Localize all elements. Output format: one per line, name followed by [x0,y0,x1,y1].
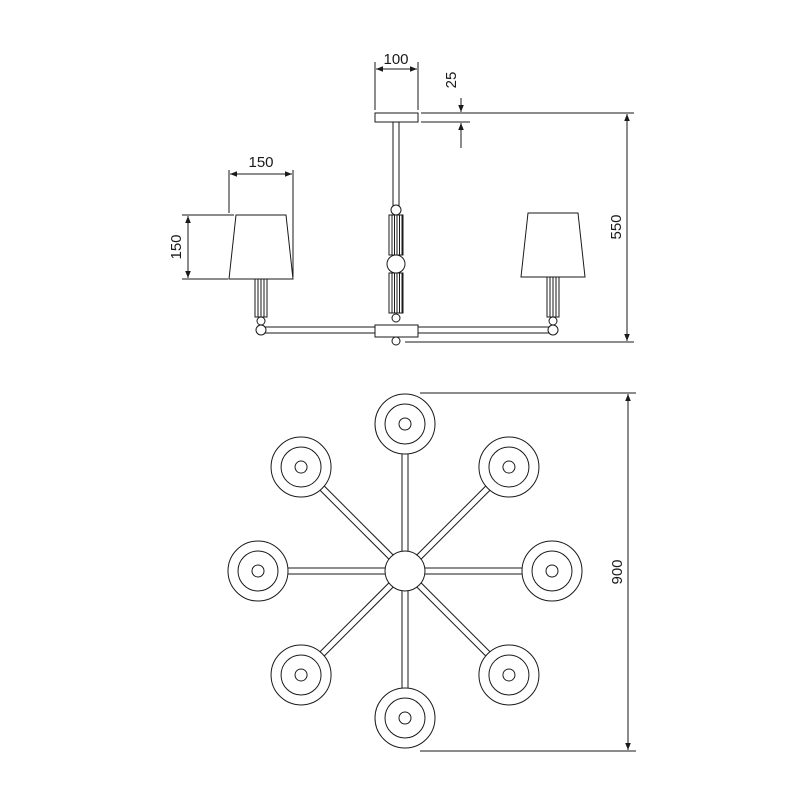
lamp-left [228,214,294,336]
lampshade-right [520,212,586,278]
center-hub [374,324,419,338]
dimension-shade-width: 150 [228,154,294,277]
lamp-disc-ring-bottom-right [488,654,530,696]
lamp-disc-center-bottom-right [502,668,516,682]
lamp-disc-center-top-left [294,460,308,474]
lamp-disc-ring-top-right [488,446,530,488]
arm-bottom-left-edge [324,586,394,657]
lamp-disc-bottom [374,687,436,749]
dimension-label-shade-width: 150 [248,154,273,171]
arm-bottom-right-edge [420,582,491,652]
lamp-disc-center-left [251,564,265,578]
dimension-total-height: 550 [405,112,634,343]
top-view [227,393,583,749]
arm-bottom-left [319,582,390,652]
lamp-disc-ring-top-left [280,446,322,488]
canopy [374,112,419,123]
lamp-disc-ring-bottom-left [280,654,322,696]
lamp-disc-ring-bottom [384,697,426,739]
dimension-canopy-width: 100 [374,51,419,110]
dimension-label-canopy-height: 25 [443,72,460,89]
arm-top-left [324,485,394,556]
lamp-disc-ring-top [384,403,426,445]
side-view [228,112,586,346]
lamp-disc-top-right [478,436,540,498]
lamp-disc-center-bottom-left [294,668,308,682]
dimension-label-diameter: 900 [609,559,626,584]
lamp-disc-center-right [545,564,559,578]
top-view-hub [384,550,426,592]
lamp-disc-left [227,540,289,602]
lamp-disc-ring-right [531,550,573,592]
dimension-label-total-height: 550 [608,214,625,239]
lamp-right [520,212,586,336]
lamp-disc-top [374,393,436,455]
rod-ball-middle [386,254,406,274]
lamp-disc-center-bottom [398,711,412,725]
fluted-section-upper [388,214,404,256]
dimension-label-canopy-width: 100 [383,51,408,68]
arm-top-right-edge [416,485,486,556]
arm-top-right [420,490,491,560]
lamp-disc-center-top [398,417,412,431]
lamp-disc-center-top-right [502,460,516,474]
lamp-disc-bottom-left [270,644,332,706]
lampshade-left [228,214,294,280]
dimension-label-shade-height: 150 [168,234,185,259]
rod-ball-top [390,204,402,216]
dimension-canopy-height: 25 [421,72,470,148]
arm-top-left-edge [319,490,390,560]
dimension-shade-height: 150 [168,214,234,280]
lamp-disc-bottom-right [478,644,540,706]
lamp-disc-top-left [270,436,332,498]
dimension-diameter: 900 [420,392,636,752]
lamp-disc-ring-left [237,550,279,592]
fluted-section-lower [388,272,404,314]
arm-bottom-right [416,586,486,657]
lamp-disc-right [521,540,583,602]
